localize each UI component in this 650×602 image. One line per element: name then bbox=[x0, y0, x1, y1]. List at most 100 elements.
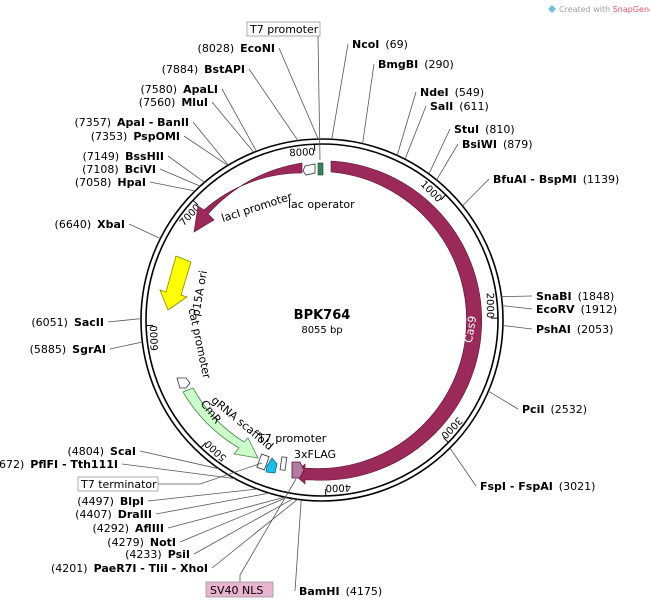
restriction-site[interactable]: SnaBI(1848) bbox=[501, 290, 614, 303]
restriction-site-position: (7357) bbox=[74, 116, 111, 129]
restriction-site-label: PciI(2532) bbox=[522, 403, 587, 416]
lac-operator-feature[interactable] bbox=[317, 162, 324, 176]
restriction-site[interactable]: NcoI(69) bbox=[331, 38, 408, 140]
t7-promoter-feature[interactable] bbox=[279, 456, 288, 471]
restriction-site[interactable]: (4201)PaeR7I - TliI - XhoI bbox=[51, 499, 298, 575]
restriction-site[interactable]: (6051) SacII bbox=[31, 316, 142, 329]
laci-feature[interactable] bbox=[193, 162, 303, 233]
restriction-site-leader bbox=[396, 91, 417, 156]
laci-promoter-label: lacI promoter bbox=[220, 190, 294, 225]
restriction-site[interactable]: (5885)SgrAI bbox=[30, 341, 143, 356]
restriction-site-position: (7560) bbox=[139, 96, 176, 109]
cmr-feature[interactable] bbox=[182, 387, 259, 459]
backbone-inner bbox=[145, 143, 499, 497]
restriction-site[interactable]: (4672)PflFI - Tth111I bbox=[0, 458, 235, 480]
restriction-site[interactable]: (7580)ApaLI bbox=[141, 83, 257, 152]
cas9-feature[interactable] bbox=[293, 160, 483, 485]
sv40-nls-box[interactable]: SV40 NLS bbox=[205, 478, 297, 598]
restriction-site[interactable]: (4804)ScaI bbox=[67, 445, 220, 470]
restriction-site-position: (2532) bbox=[550, 403, 587, 416]
restriction-site[interactable]: BmgBI(290) bbox=[362, 58, 454, 144]
restriction-site-name: ApaI - BanII bbox=[117, 116, 189, 129]
backbone-outer bbox=[140, 138, 504, 502]
restriction-site[interactable]: NdeI(549) bbox=[396, 86, 485, 156]
tick-label: 6000 bbox=[149, 325, 161, 351]
restriction-sites-left: (8028) EcoNI (7884)BstAPI(7580)ApaLI(7560)… bbox=[0, 42, 319, 575]
restriction-site-leader bbox=[192, 121, 229, 166]
flag-feature[interactable] bbox=[291, 461, 305, 479]
cat-promoter-label: cat promoter bbox=[186, 307, 214, 380]
restriction-site[interactable]: FspI - FspAI(3021) bbox=[449, 447, 596, 493]
restriction-site[interactable]: (6640)XbaI bbox=[55, 218, 161, 239]
plasmid-length: 8055 bp bbox=[301, 325, 342, 336]
p15a-ori-feature[interactable] bbox=[159, 255, 192, 311]
gRNA-scaffold-feature[interactable] bbox=[265, 457, 278, 474]
restriction-site[interactable]: BfuAI - BspMI(1139) bbox=[462, 173, 619, 207]
restriction-site-label: (4279)NotI bbox=[107, 536, 176, 549]
restriction-site[interactable]: EcoRV(1912) bbox=[502, 303, 617, 316]
tick-mark bbox=[443, 437, 449, 443]
sv40-nls-leader bbox=[239, 478, 297, 582]
restriction-site-label: (4497)BlpI bbox=[77, 495, 144, 508]
restriction-site-label: NcoI(69) bbox=[352, 38, 408, 51]
restriction-site[interactable]: (4407)DraIII bbox=[75, 492, 270, 521]
t7-promoter-inner-label: T7 promoter bbox=[257, 432, 327, 445]
restriction-site-position: (1848) bbox=[578, 290, 615, 303]
laci-promoter-feature[interactable] bbox=[302, 163, 316, 176]
restriction-site-position: (7058) bbox=[75, 176, 112, 189]
restriction-site-position: (4407) bbox=[75, 508, 112, 521]
restriction-site[interactable]: BsiWI(879) bbox=[436, 138, 533, 181]
restriction-site[interactable]: (4279)NotI bbox=[107, 497, 287, 549]
restriction-site-name: PsiI bbox=[168, 548, 190, 561]
restriction-site[interactable]: SalI(611) bbox=[404, 100, 489, 160]
restriction-site-leader bbox=[502, 305, 533, 310]
t7-terminator-leader bbox=[158, 462, 263, 485]
restriction-site[interactable]: (7353)PspOMI bbox=[91, 130, 228, 166]
restriction-site[interactable]: (7108)BciVI bbox=[82, 163, 201, 187]
t7-terminator-box[interactable]: T7 terminator bbox=[77, 462, 263, 492]
restriction-site[interactable]: PciI(2532) bbox=[488, 390, 587, 416]
restriction-site[interactable]: (7560)MluI bbox=[139, 96, 255, 153]
restriction-site[interactable]: (4497)BlpI bbox=[77, 488, 258, 508]
watermark-brand: SnapGene bbox=[613, 5, 650, 14]
restriction-site-name: EcoNI bbox=[240, 42, 275, 55]
restriction-site[interactable]: (4292)AflIII bbox=[92, 496, 286, 535]
restriction-site-position: (3021) bbox=[559, 480, 596, 493]
restriction-site-leader bbox=[462, 178, 490, 207]
restriction-site[interactable]: (4233)PsiI bbox=[125, 498, 294, 561]
restriction-site-position: (6051) bbox=[31, 316, 68, 329]
restriction-site-name: PshAI bbox=[536, 323, 571, 336]
restriction-site[interactable]: PshAI(2053) bbox=[502, 323, 614, 336]
svg-text:Created with SnapGene®: Created with SnapGene® bbox=[559, 5, 650, 14]
restriction-site-leader bbox=[294, 499, 302, 592]
restriction-site-position: (7580) bbox=[141, 83, 178, 96]
cat-promoter-feature[interactable] bbox=[176, 377, 191, 389]
t7-terminator-feature[interactable] bbox=[256, 453, 270, 471]
restriction-site[interactable]: (7357) ApaI - BanII bbox=[74, 116, 229, 166]
restriction-site-label: (7058) HpaI bbox=[75, 176, 146, 189]
restriction-site-leader bbox=[155, 492, 270, 515]
t7-promoter-top-leader bbox=[317, 35, 321, 161]
tick-mark bbox=[440, 194, 447, 201]
restriction-site[interactable]: (8028) EcoNI bbox=[198, 42, 319, 140]
restriction-site[interactable]: (7058) HpaI bbox=[75, 176, 196, 192]
restriction-site-name: HpaI bbox=[117, 176, 146, 189]
restriction-site-label: (7149)BssHII bbox=[83, 150, 164, 163]
restriction-site[interactable]: (7149)BssHII bbox=[83, 150, 205, 183]
restriction-site[interactable]: (7884)BstAPI bbox=[162, 63, 299, 141]
restriction-site[interactable]: StuI(810) bbox=[428, 123, 515, 175]
restriction-site-label: BamHI(4175) bbox=[299, 585, 382, 598]
restriction-site-name: SacII bbox=[74, 316, 104, 329]
restriction-site-position: (6640) bbox=[55, 218, 92, 231]
restriction-site[interactable]: BamHI(4175) bbox=[294, 499, 382, 598]
restriction-site-label: (8028) EcoNI bbox=[198, 42, 275, 55]
restriction-site-position: (549) bbox=[455, 86, 485, 99]
t7-promoter-top-box[interactable]: T7 promoter bbox=[246, 21, 321, 161]
laci-label: lacI bbox=[242, 177, 265, 196]
restriction-site-position: (810) bbox=[485, 123, 515, 136]
restriction-site-position: (8028) bbox=[198, 42, 235, 55]
restriction-site-name: BssHII bbox=[125, 150, 164, 163]
restriction-site-leader bbox=[149, 181, 196, 192]
lac-operator-label: lac operator bbox=[288, 198, 355, 211]
snapgene-logo-icon bbox=[548, 5, 556, 13]
